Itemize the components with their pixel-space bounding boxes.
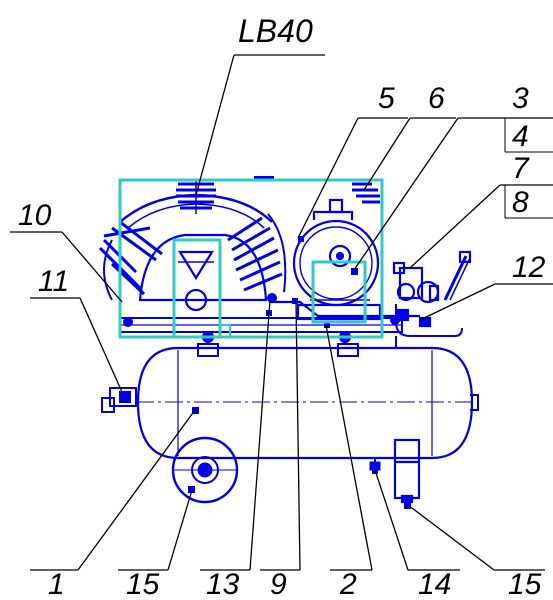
label-4: 4 xyxy=(512,120,529,153)
electric-motor xyxy=(292,198,382,321)
wheel xyxy=(171,436,239,504)
delivery-pipe xyxy=(270,300,420,318)
label-10: 10 xyxy=(18,199,52,232)
label-15-right: 15 xyxy=(508,568,542,600)
leader-lines xyxy=(10,54,553,571)
top-cooling-fins xyxy=(176,180,216,214)
label-8: 8 xyxy=(512,186,529,219)
label-14: 14 xyxy=(418,568,451,600)
label-12: 12 xyxy=(512,251,546,284)
label-1: 1 xyxy=(48,568,65,600)
label-13: 13 xyxy=(206,568,240,600)
receiver-tank xyxy=(136,346,474,460)
cover-top-tab xyxy=(254,176,274,180)
label-3: 3 xyxy=(512,82,529,115)
part-markers xyxy=(124,236,411,509)
label-7: 7 xyxy=(512,152,530,185)
rear-foot xyxy=(393,438,421,504)
belt-guard-corner xyxy=(352,182,380,204)
label-2: 2 xyxy=(339,568,357,600)
tank-supports xyxy=(197,343,479,411)
label-15-left: 15 xyxy=(126,568,160,600)
highlight-frames xyxy=(118,178,384,339)
pressure-switch-group xyxy=(392,250,472,349)
label-5: 5 xyxy=(378,82,395,115)
model-title: LB40 xyxy=(238,13,313,49)
right-cylinder-fins xyxy=(227,213,287,293)
label-6: 6 xyxy=(428,82,445,115)
label-9: 9 xyxy=(270,568,287,600)
label-11: 11 xyxy=(38,265,69,298)
left-cylinder-fins xyxy=(98,220,163,301)
